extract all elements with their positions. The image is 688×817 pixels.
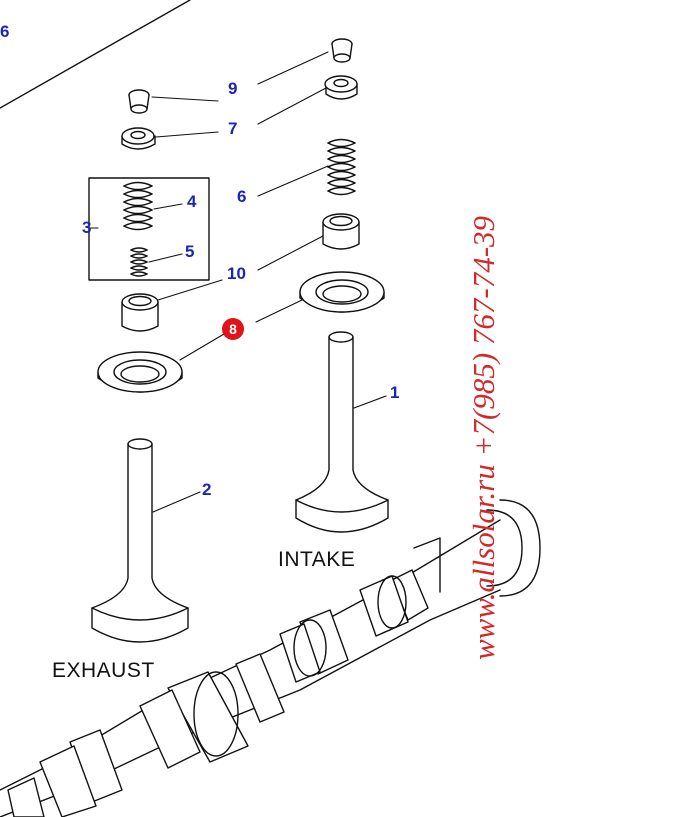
- leader-outer-spring: [153, 203, 183, 210]
- valve-seal-exhaust-part: [121, 293, 159, 332]
- spring-set-box: [88, 177, 210, 281]
- outer-spring-part: [123, 181, 153, 231]
- callout-3-spring-set: 3: [82, 218, 92, 237]
- cotter-exhaust-part: [128, 89, 150, 114]
- callout-1-intake-valve: 1: [390, 383, 400, 402]
- valve-seal-intake-part: [322, 213, 360, 250]
- spring-seat-intake-part: [299, 271, 385, 313]
- callout-8-spring-seat-badge[interactable]: 8: [222, 318, 244, 340]
- leader-cotter-exhaust: [151, 96, 219, 102]
- callout-10-valve-seal: 10: [227, 264, 246, 283]
- camshaft-part: [0, 499, 541, 817]
- inner-spring-part: [130, 247, 148, 277]
- intake-spring-part: [327, 138, 356, 196]
- callout-7-retainer: 7: [228, 119, 238, 138]
- cotter-intake-part: [331, 38, 353, 63]
- watermark-text: www.allsolar.ru +7(985) 767-74-39: [466, 215, 501, 660]
- leader-spring-seat-intake: [255, 299, 303, 323]
- leader-spring-seat-exhaust: [179, 333, 225, 361]
- exhaust-valve-part: [91, 438, 189, 643]
- corner-edge-line: [0, 0, 191, 109]
- retainer-exhaust-part: [121, 127, 156, 150]
- leader-intake-valve: [353, 395, 387, 409]
- spring-seat-exhaust-part: [97, 351, 183, 393]
- intake-valve-part: [295, 331, 389, 533]
- leader-valve-seal-intake: [257, 235, 324, 271]
- callout-5-inner-spring: 5: [185, 242, 195, 261]
- callout-2-exhaust-valve: 2: [202, 480, 212, 499]
- leader-retainer-intake: [257, 87, 327, 125]
- leader-cotter-intake: [257, 51, 329, 85]
- intake-label: INTAKE: [278, 548, 356, 571]
- retainer-intake-part: [324, 75, 358, 100]
- callout-6-intake-spring: 6: [237, 187, 247, 206]
- exhaust-label: EXHAUST: [52, 659, 155, 682]
- callout-4-outer-spring: 4: [187, 192, 197, 211]
- callout-9-cotter: 9: [228, 79, 238, 98]
- leader-retainer-exhaust: [155, 131, 219, 138]
- leader-exhaust-valve: [152, 491, 201, 513]
- leader-inner-spring: [148, 253, 183, 263]
- leader-intake-spring: [257, 165, 329, 197]
- callout-corner-6: 6: [0, 22, 10, 41]
- leader-valve-seal-exhaust: [157, 279, 223, 301]
